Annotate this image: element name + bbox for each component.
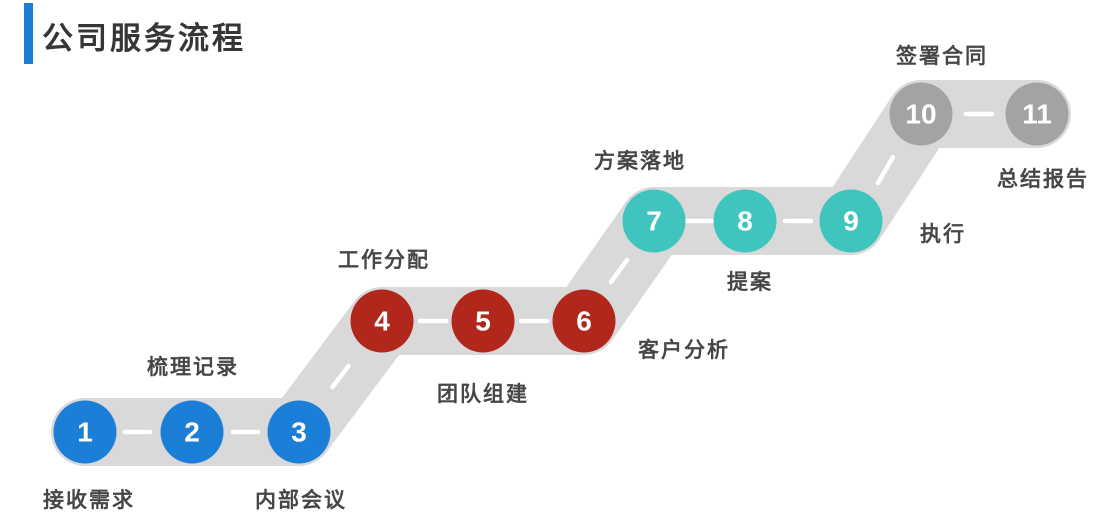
step-number: 1 [77,416,93,447]
dash-6-7 [608,257,630,285]
track-path [51,80,1071,466]
step-number: 9 [843,205,859,236]
step-node-10: 10 [889,82,953,146]
step-label-5: 团队组建 [437,383,529,406]
step-node-1: 1 [53,400,117,464]
step-node-8: 8 [713,189,777,253]
step-number: 5 [475,305,491,336]
step-number: 7 [646,205,662,236]
step-node-3: 3 [267,400,331,464]
step-label-6: 客户分析 [638,339,730,362]
step-node-2: 2 [160,400,224,464]
step-label-9: 执行 [920,223,966,246]
step-number: 10 [905,98,937,129]
step-label-8: 提案 [727,271,773,294]
page-title: 公司服务流程 [42,21,246,56]
step-label-11: 总结报告 [997,168,1089,191]
step-number: 11 [1022,98,1052,129]
step-number: 6 [576,305,592,336]
step-label-7: 方案落地 [594,150,686,173]
step-node-5: 5 [451,289,515,353]
step-number: 2 [184,416,200,447]
step-label-4: 工作分配 [338,249,430,272]
step-number: 3 [291,416,307,447]
step-label-1: 接收需求 [43,489,135,512]
step-label-2: 梳理记录 [147,356,239,379]
step-node-7: 7 [622,189,686,253]
step-node-11: 11 [1005,82,1069,146]
title-accent-bar [24,3,33,64]
step-label-10: 签署合同 [896,45,988,68]
dash-9-10 [875,154,896,186]
step-number: 4 [374,305,390,336]
track-dashes [122,111,995,435]
dash-3-4 [330,363,351,390]
step-node-4: 4 [350,289,414,353]
step-label-3: 内部会议 [255,489,347,512]
step-number: 8 [737,205,753,236]
step-node-6: 6 [552,289,616,353]
step-node-9: 9 [819,189,883,253]
